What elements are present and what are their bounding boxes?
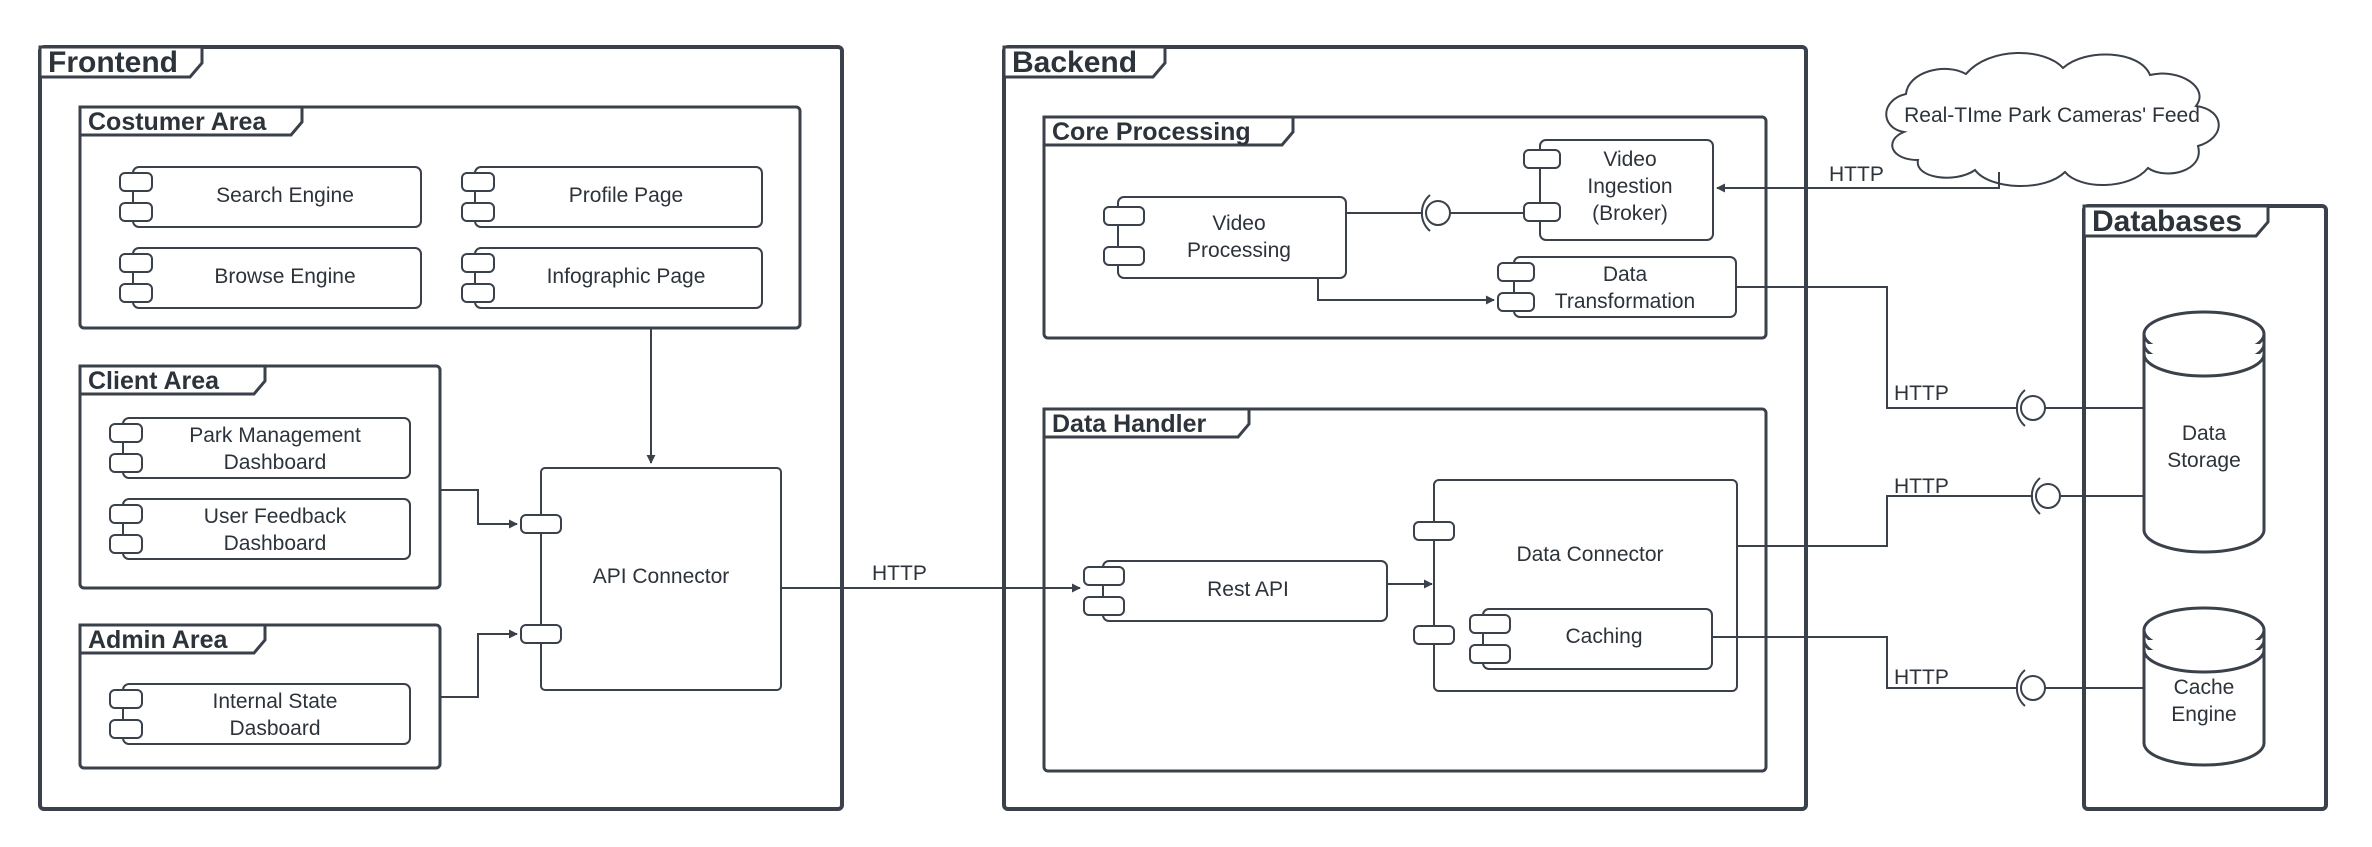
caching-to-cache-engine-edge xyxy=(1712,636,2144,707)
admin-area-title: Admin Area xyxy=(88,626,228,654)
profile-page-component: Profile Page xyxy=(461,166,763,228)
admin-to-api-connector-edge xyxy=(440,629,518,698)
internal-state-label-line1: Internal State xyxy=(213,690,338,713)
video-processing-component: Video Processing xyxy=(1103,196,1347,279)
costumer-area-title: Costumer Area xyxy=(88,108,267,136)
databases-title: Databases xyxy=(2092,205,2242,238)
user-feedback-label-line2: Dashboard xyxy=(224,532,327,555)
client-to-api-connector-edge xyxy=(440,489,518,529)
search-engine-label: Search Engine xyxy=(216,184,354,207)
processing-to-transformation-edge xyxy=(1317,278,1495,305)
data-storage-label-line1: Data xyxy=(2182,422,2227,445)
transformation-to-storage-edge-label: HTTP xyxy=(1894,382,1949,405)
data-transformation-label-line1: Data xyxy=(1603,263,1648,286)
park-management-label-line2: Dashboard xyxy=(224,451,327,474)
transformation-to-storage-edge xyxy=(1736,286,2144,427)
cache-engine-database: Cache Engine xyxy=(2142,606,2266,767)
feed-to-ingestion-edge-label: HTTP xyxy=(1829,163,1884,186)
api-connector-component: API Connector xyxy=(520,467,782,691)
infographic-page-label: Infographic Page xyxy=(547,265,706,288)
api-connector-label: API Connector xyxy=(593,565,730,588)
video-ingestion-label-line2: Ingestion xyxy=(1587,175,1672,198)
search-engine-component: Search Engine xyxy=(119,166,422,228)
video-processing-label-line1: Video xyxy=(1212,212,1265,235)
internal-state-dashboard-component: Internal State Dasboard xyxy=(109,683,411,745)
data-handler-title: Data Handler xyxy=(1052,410,1206,438)
client-area-title: Client Area xyxy=(88,367,220,395)
processing-to-ingestion-interface xyxy=(1346,194,1524,232)
frontend-title: Frontend xyxy=(48,46,178,79)
browse-engine-component: Browse Engine xyxy=(119,247,422,309)
data-storage-label-line2: Storage xyxy=(2167,449,2241,472)
caching-component: Caching xyxy=(1469,608,1713,670)
core-processing-title: Core Processing xyxy=(1052,118,1251,146)
feed-to-ingestion-edge xyxy=(1716,172,2000,193)
video-ingestion-component: Video Ingestion (Broker) xyxy=(1523,139,1714,241)
cache-engine-label-line1: Cache xyxy=(2174,676,2235,699)
video-ingestion-label-line3: (Broker) xyxy=(1592,202,1668,225)
rest-api-component: Rest API xyxy=(1083,560,1388,622)
park-management-label-line1: Park Management xyxy=(189,424,361,447)
caching-to-cache-engine-edge-label: HTTP xyxy=(1894,666,1949,689)
user-feedback-dashboard-component: User Feedback Dashboard xyxy=(109,498,411,560)
caching-label: Caching xyxy=(1565,625,1642,648)
video-processing-label-line2: Processing xyxy=(1187,239,1291,262)
profile-page-label: Profile Page xyxy=(569,184,683,207)
data-storage-database: Data Storage xyxy=(2142,310,2266,554)
backend-title: Backend xyxy=(1012,46,1137,79)
data-transformation-component: Data Transformation xyxy=(1497,256,1737,318)
api-to-rest-edge-label: HTTP xyxy=(872,562,927,585)
infographic-page-component: Infographic Page xyxy=(461,247,763,309)
data-connector-label: Data Connector xyxy=(1516,543,1663,566)
video-ingestion-label-line1: Video xyxy=(1603,148,1656,171)
data-transformation-label-line2: Transformation xyxy=(1555,290,1695,313)
internal-state-label-line2: Dasboard xyxy=(229,717,320,740)
connector-to-storage-edge-label: HTTP xyxy=(1894,475,1949,498)
rest-api-label: Rest API xyxy=(1207,578,1289,601)
cameras-feed-label: Real-TIme Park Cameras' Feed xyxy=(1904,104,2200,127)
browse-engine-label: Browse Engine xyxy=(214,265,355,288)
connector-to-storage-edge xyxy=(1737,477,2144,547)
cache-engine-label-line2: Engine xyxy=(2171,703,2236,726)
cameras-feed-cloud: Real-TIme Park Cameras' Feed xyxy=(1885,52,2220,188)
user-feedback-label-line1: User Feedback xyxy=(204,505,347,528)
park-management-dashboard-component: Park Management Dashboard xyxy=(109,417,411,479)
